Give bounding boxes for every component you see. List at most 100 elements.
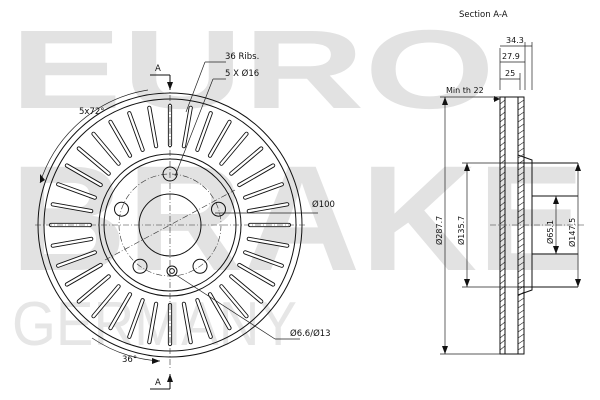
hatch-line [499,165,506,171]
front-view: A A 5x72° 36° 36 Ribs. 5 X Ø16 [35,52,335,390]
section-mark-bottom: A [150,374,173,390]
bolt-hole [192,258,208,274]
cooling-rib-inner [57,251,97,267]
section-mark-top: A [150,64,173,90]
cooling-rib-inner [77,147,110,175]
hatch-line [499,333,506,339]
cooling-rib-inner [220,132,248,165]
cooling-rib-inner [51,203,93,213]
hatch-line [499,105,506,111]
hatch-line [517,129,525,135]
hatch-line [499,279,506,285]
hatch-line [517,201,525,207]
hatch-line [499,339,506,345]
dim-hub-width: 27.9 [502,52,520,61]
cooling-rib-inner [196,111,212,152]
bolt-circle-leader: Ø100 [215,199,335,214]
hatch-line [517,321,525,327]
hatch-line [499,111,506,117]
cooling-rib-inner [230,147,263,175]
small-hole-leader: Ø6.6/Ø13 [175,274,331,340]
section-letter-top: A [155,64,161,74]
hatch-line [517,111,525,117]
hatch-line [499,237,506,243]
cooling-rib-inner [109,293,132,330]
hatch-line [499,345,506,351]
cooling-rib-inner [182,106,192,148]
cooling-rib-inner [51,237,93,247]
cooling-rib-inner [238,164,275,187]
holes-label: 5 X Ø16 [225,68,259,79]
hatch-line [517,141,525,147]
hatch-line [517,123,525,129]
dim-inner-diameter: Ø135.7 [456,216,466,245]
cooling-rib-inner [65,164,102,187]
hatch-line [499,255,506,261]
ribs-label: 36 Ribs. [225,52,259,62]
hatch-line [517,225,525,231]
hatch-line [517,345,525,351]
hatch-line [499,201,506,207]
hatch-line [517,183,525,189]
cooling-rib-inner [57,183,97,199]
cooling-rib-inner [65,263,102,286]
hatch-line [499,261,506,267]
hatch-line [517,195,525,201]
holes-leader: 5 X Ø16 [174,68,259,177]
hatch-line [517,339,525,345]
hatch-line [517,105,525,111]
hatch-line [517,303,525,309]
disc-section-profile [490,96,585,355]
hatch-line [499,99,506,105]
hatch-line [499,171,506,177]
hatch-line [517,237,525,243]
cooling-rib-inner [208,293,231,330]
hatch-line [499,195,506,201]
cooling-rib-inner [148,302,158,344]
min-thickness-dimension: Min th 22 [446,86,500,102]
rib-angle-dimension: 36° [91,337,161,365]
hatch-line [499,207,506,213]
cooling-rib-inner [230,275,263,303]
diagonal-centerline [104,189,236,261]
bolt-hole [114,201,129,217]
bolt-circle-label: Ø100 [312,199,335,210]
cooling-rib-inner [208,120,231,157]
cooling-rib-inner [243,183,283,199]
hatch-line [499,327,506,333]
dim-total-width: 34.3 [506,36,524,45]
hatch-line [499,213,506,219]
rib-angle-label: 36° [122,355,137,365]
inner-diameter-dimension: Ø135.7 [456,162,518,288]
hatch-line [517,231,525,237]
dim-center-bore: Ø65.1 [545,220,555,244]
hatch-line [517,267,525,273]
cooling-rib-inner [92,132,120,165]
hatch-line [517,99,525,105]
dim-outer-diameter: Ø287.7 [434,216,444,245]
width-dimensions: 34.3 27.9 25 [499,36,533,90]
small-hole-inner [169,268,175,274]
hatch-line [517,309,525,315]
hatch-line [499,189,506,195]
ribs-leader: 36 Ribs. [185,52,259,113]
hatch-line [499,291,506,297]
min-thickness-label: Min th 22 [446,86,484,95]
cooling-rib-inner [243,251,283,267]
hatch-line [499,135,506,141]
bolt-hole [132,258,148,274]
hatch-line [517,189,525,195]
cooling-rib-inner [220,285,248,318]
bolt-hole [211,201,226,217]
cooling-rib-inner [77,275,110,303]
hatch-line [517,213,525,219]
hole-angle-label: 5x72° [79,107,105,117]
section-view: Section A-A 34.3 27.9 25 Min th 22 [434,10,585,355]
hatch-line [517,273,525,279]
hatch-line [499,249,506,255]
cooling-rib-inner [128,299,144,338]
hatch-line [517,165,525,171]
hatch-line [499,303,506,309]
small-hole-label: Ø6.6/Ø13 [290,328,331,339]
